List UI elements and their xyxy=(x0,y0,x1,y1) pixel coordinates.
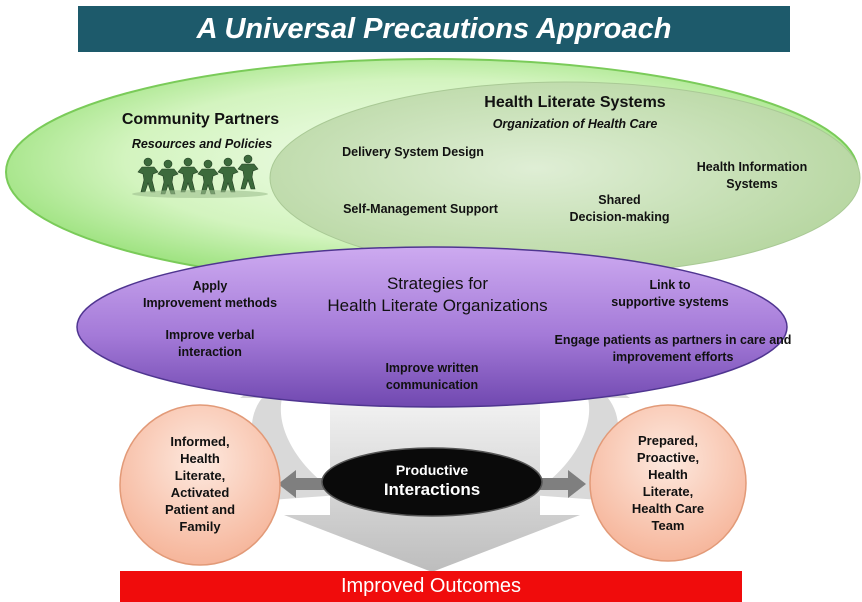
apply-line-2: Improvement methods xyxy=(142,296,278,310)
people-chain-icon xyxy=(132,154,268,198)
shared-line-2: Decision-making xyxy=(569,210,670,224)
strategies-ellipse xyxy=(76,246,788,408)
improved-outcomes-bar: Improved Outcomes xyxy=(120,571,742,602)
engage-line-1: Engage patients as partners in care and xyxy=(554,333,792,347)
productive-interactions-label: Productive Interactions xyxy=(357,461,507,501)
team-line-1: Prepared, xyxy=(638,433,698,448)
hit-line-2: Systems xyxy=(726,177,778,191)
team-line-2: Proactive, xyxy=(636,450,700,465)
interactions-ellipse xyxy=(321,447,543,517)
engage-line-2: improvement efforts xyxy=(612,350,734,364)
systems-subtitle: Organization of Health Care xyxy=(492,117,658,131)
strategies-title-line-1: Strategies for xyxy=(386,274,489,293)
team-line-4: Literate, xyxy=(642,484,694,499)
apply-improvement-label: Apply Improvement methods xyxy=(130,278,290,312)
patient-family-label: Informed, Health Literate, Activated Pat… xyxy=(140,433,260,535)
shared-decision-making-label: Shared Decision-making xyxy=(552,192,687,226)
community-partners-subtitle: Resources and Policies xyxy=(131,137,273,151)
strategies-title: Strategies for Health Literate Organizat… xyxy=(295,273,580,317)
shared-line-1: Shared xyxy=(598,193,641,207)
verbal-line-1: Improve verbal xyxy=(165,328,255,342)
patient-line-6: Family xyxy=(179,519,221,534)
interactions-line-2: Interactions xyxy=(383,480,481,499)
right-arrow xyxy=(538,470,586,498)
interactions-line-1: Productive xyxy=(395,462,469,478)
systems-title: Health Literate Systems xyxy=(484,94,666,111)
link-line-2: supportive systems xyxy=(611,295,729,309)
written-line-2: communication xyxy=(385,378,479,392)
team-line-5: Health Care xyxy=(631,501,705,516)
improve-written-label: Improve written communication xyxy=(362,360,502,394)
patient-line-3: Literate, xyxy=(174,468,226,483)
strategies-title-line-2: Health Literate Organizations xyxy=(327,296,548,315)
health-information-systems-label: Health Information Systems xyxy=(677,159,827,193)
patient-circle xyxy=(119,404,281,566)
improve-verbal-label: Improve verbal interaction xyxy=(135,327,285,361)
patient-line-2: Health xyxy=(180,451,220,466)
delivery-system-design-label: Delivery System Design xyxy=(342,145,484,159)
link-line-1: Link to xyxy=(649,278,691,292)
team-line-6: Team xyxy=(651,518,685,533)
page-title: A Universal Precautions Approach xyxy=(78,6,790,52)
patient-line-5: Patient and xyxy=(164,502,236,517)
left-arrow xyxy=(278,470,330,498)
self-management-support-label: Self-Management Support xyxy=(343,202,498,216)
patient-line-4: Activated xyxy=(170,485,230,500)
patient-line-1: Informed, xyxy=(170,434,230,449)
hit-line-1: Health Information xyxy=(696,160,808,174)
health-care-team-label: Prepared, Proactive, Health Literate, He… xyxy=(608,432,728,534)
written-line-1: Improve written xyxy=(385,361,479,375)
team-line-3: Health xyxy=(648,467,688,482)
team-circle xyxy=(589,404,747,562)
apply-line-1: Apply xyxy=(192,279,228,293)
community-partners-title: Community Partners xyxy=(121,111,280,128)
engage-patients-label: Engage patients as partners in care and … xyxy=(553,332,793,366)
link-supportive-label: Link to supportive systems xyxy=(595,277,745,311)
verbal-line-2: interaction xyxy=(178,345,242,359)
